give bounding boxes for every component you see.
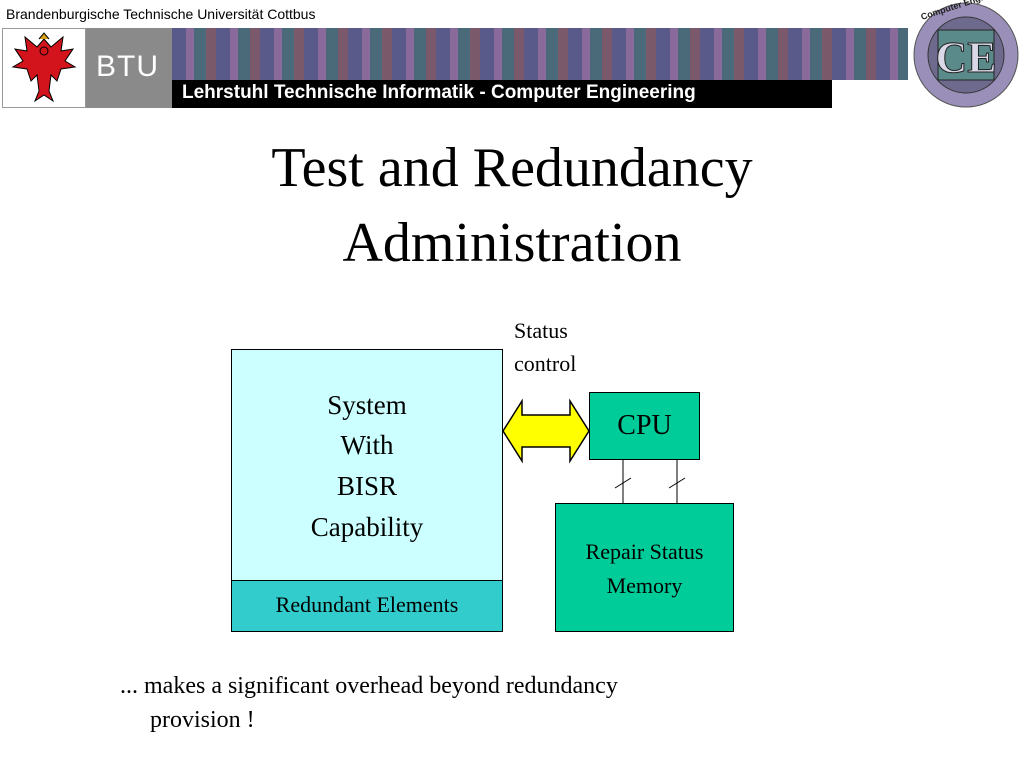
- btu-logo-text: BTU: [96, 50, 159, 83]
- cpu-label: CPU: [617, 410, 672, 441]
- system-box-line: System: [327, 390, 407, 420]
- ce-department-logo: CE Computer Engineering Dept. BTU Cottbu…: [913, 0, 1024, 108]
- brandenburg-eagle-logo: [2, 28, 86, 108]
- eagle-icon: [11, 32, 77, 103]
- repair-status-label-line1: Repair Status: [585, 539, 704, 564]
- repair-status-label-line2: Memory: [606, 573, 683, 598]
- redundant-elements-box: [231, 580, 503, 632]
- status-control-arrow: [502, 398, 590, 464]
- chip-banner-image: [172, 28, 908, 80]
- cpu-box: [589, 392, 700, 460]
- system-bisr-box: [231, 349, 503, 581]
- footnote-line2: provision !: [150, 707, 255, 733]
- chair-banner: [172, 80, 832, 108]
- btu-logo-box: [86, 28, 172, 108]
- bus-slash-right: [668, 477, 686, 489]
- status-label-line2: control: [514, 351, 577, 376]
- system-box-line: BISR: [336, 471, 398, 501]
- slide-title-line1: Test and Redundancy: [271, 137, 753, 199]
- redundant-elements-label: Redundant Elements: [275, 592, 459, 617]
- ce-logo-letters: CE: [935, 33, 996, 82]
- system-box-line: With: [340, 430, 394, 460]
- chair-name: Lehrstuhl Technische Informatik - Comput…: [182, 82, 696, 103]
- system-box-line: Capability: [310, 512, 424, 542]
- university-name: Brandenburgische Technische Universität …: [6, 6, 316, 22]
- slide-title-line2: Administration: [342, 212, 682, 274]
- bus-slash-left: [614, 477, 632, 489]
- footnote-line1: ... makes a significant overhead beyond …: [120, 673, 618, 699]
- status-label-line1: Status: [514, 318, 568, 343]
- repair-status-memory-box: [555, 503, 734, 632]
